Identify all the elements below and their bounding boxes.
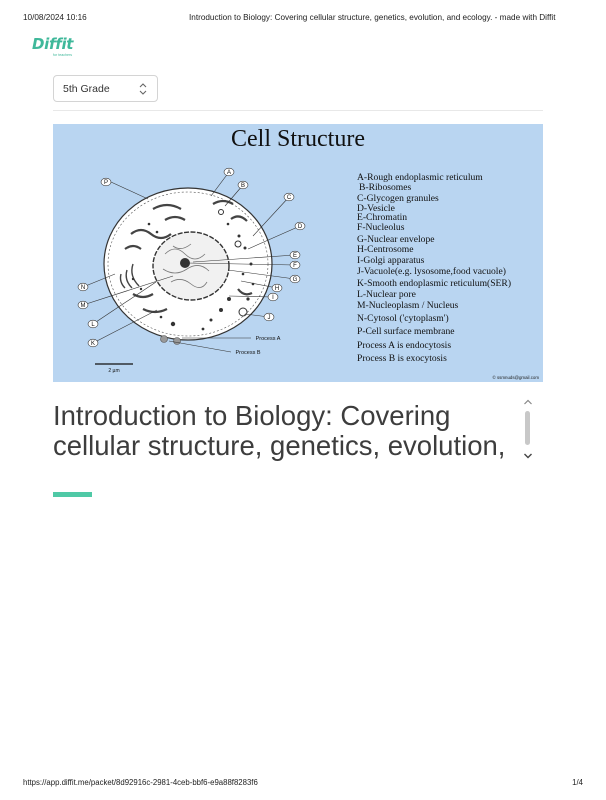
section-divider xyxy=(53,110,543,111)
print-date: 10/08/2024 10:16 xyxy=(23,13,87,22)
legend-item: M-Nucleoplasm / Nucleus xyxy=(357,300,459,311)
scrollbar-thumb[interactable] xyxy=(525,411,530,445)
legend-item: J-Vacuole(e.g. lysosome,food vacuole) xyxy=(357,266,506,277)
legend-item: P-Cell surface membrane xyxy=(357,326,455,337)
marker-h: H xyxy=(275,286,279,292)
legend-item: I-Golgi apparatus xyxy=(357,255,425,266)
accent-bar xyxy=(53,492,92,497)
marker-c: C xyxy=(287,195,292,201)
legend-item: B-Ribosomes xyxy=(359,182,412,193)
grade-level-select[interactable]: 5th Grade xyxy=(53,75,158,102)
legend-item: G-Nuclear envelope xyxy=(357,234,435,245)
marker-p: P xyxy=(104,180,108,186)
figure-title: Cell Structure xyxy=(231,126,365,152)
legend-item: F-Nucleolus xyxy=(357,222,405,233)
marker-g: G xyxy=(293,277,298,283)
print-url: https://app.diffit.me/packet/8d92916c-29… xyxy=(23,778,258,787)
print-header: 10/08/2024 10:16 Introduction to Biology… xyxy=(23,13,583,27)
legend-item: Process A is endocytosis xyxy=(357,340,451,351)
chevron-down-icon[interactable] xyxy=(523,453,533,459)
marker-e: E xyxy=(293,253,297,259)
diffit-logo[interactable]: Diffit for teachers xyxy=(32,37,76,59)
cell-diagram: Cell Structure xyxy=(77,126,540,380)
legend-item: L-Nuclear pore xyxy=(357,289,416,300)
legend-item: A-Rough endoplasmic reticulum xyxy=(357,172,483,183)
page-number: 1/4 xyxy=(572,778,583,787)
process-b-label: Process B xyxy=(235,350,260,356)
figure-markers: A B C D E F G H I J K L M N P Process A … xyxy=(77,167,306,374)
marker-l: L xyxy=(91,322,95,328)
legend-item: E-Chromatin xyxy=(357,212,407,223)
grade-level-value: 5th Grade xyxy=(63,82,110,95)
print-footer: https://app.diffit.me/packet/8d92916c-29… xyxy=(23,778,583,790)
logo-tagline: for teachers xyxy=(53,53,72,57)
cell-illustration xyxy=(103,187,273,345)
article-title: Introduction to Biology: Covering cellul… xyxy=(53,401,506,463)
title-scrollbar[interactable] xyxy=(521,399,535,463)
legend-item: H-Centrosome xyxy=(357,244,414,255)
figure-legend: A-Rough endoplasmic reticulum B-Ribosome… xyxy=(357,172,511,364)
legend-item: C-Glycogen granules xyxy=(357,193,439,204)
marker-m: M xyxy=(81,303,86,309)
figure-credit: © ssmnuds@gmail.com xyxy=(493,375,540,380)
cell-structure-figure: Cell Structure xyxy=(53,124,543,382)
legend-item: Process B is exocytosis xyxy=(357,353,447,364)
marker-f: F xyxy=(293,263,297,269)
legend-item: N-Cytosol ('cytoplasm') xyxy=(357,313,449,324)
print-title: Introduction to Biology: Covering cellul… xyxy=(189,13,556,22)
legend-item: K-Smooth endoplasmic reticulum(SER) xyxy=(357,278,511,289)
marker-b: B xyxy=(241,183,245,189)
logo-wordmark: Diffit xyxy=(32,35,74,53)
chevron-up-icon[interactable] xyxy=(523,399,533,405)
process-a-label: Process A xyxy=(256,336,281,342)
marker-j: J xyxy=(268,315,271,321)
marker-i: I xyxy=(272,295,274,301)
scale-bar-label: 2 µm xyxy=(108,368,119,374)
marker-d: D xyxy=(298,224,303,230)
marker-n: N xyxy=(81,285,85,291)
chevron-up-down-icon xyxy=(139,83,147,95)
marker-k: K xyxy=(91,341,95,347)
legend-item: D-Vesicle xyxy=(357,203,395,214)
marker-a: A xyxy=(227,170,231,176)
